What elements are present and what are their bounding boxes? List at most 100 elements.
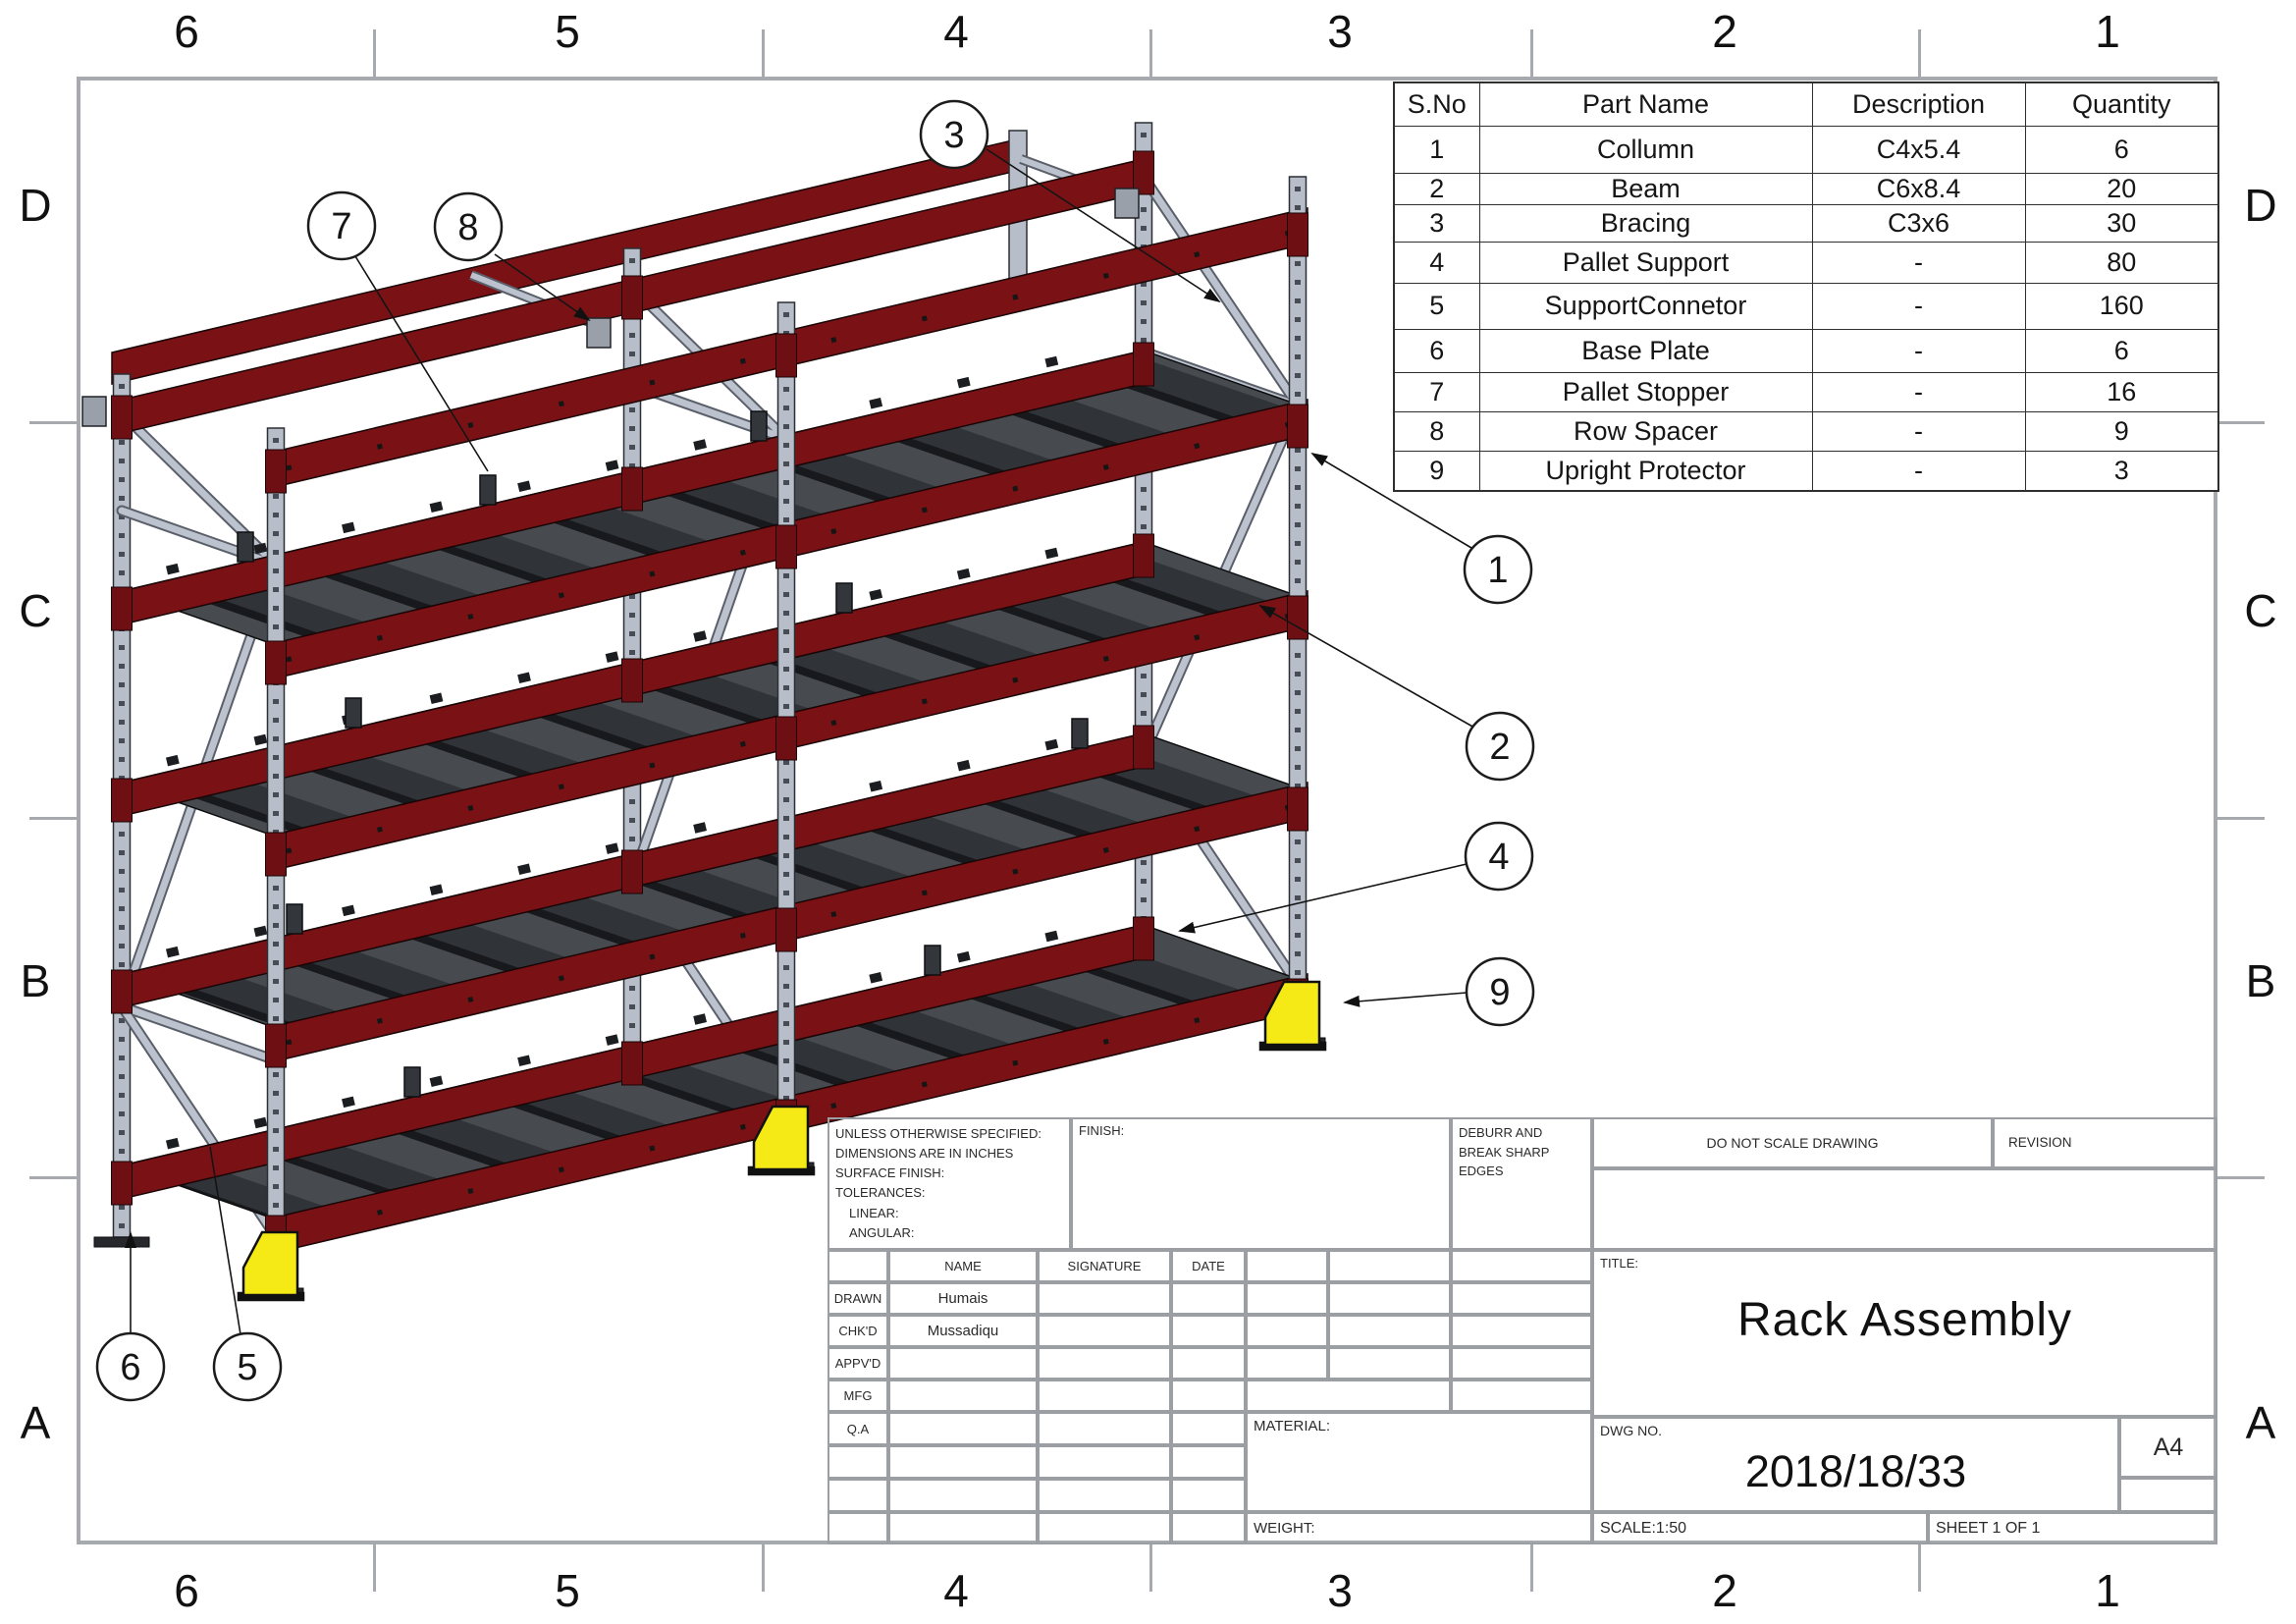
zone-tick (1530, 1544, 1533, 1592)
bom-cell: 3 (2024, 450, 2219, 492)
bom-cell: - (1811, 410, 2026, 452)
zone-col-label: 6 (174, 1565, 199, 1616)
sheet-text: SHEET 1 OF 1 (1936, 1520, 2041, 1537)
signature-header: SIGNATURE (1067, 1259, 1142, 1273)
bom-cell: C6x8.4 (1811, 172, 2026, 205)
note-line: UNLESS OTHERWISE SPECIFIED: (835, 1126, 1041, 1141)
zone-col-label: 2 (1712, 6, 1737, 57)
bom-cell: - (1811, 371, 2026, 412)
bom-cell: Pallet Support (1478, 241, 1813, 284)
tb-cell (828, 1445, 888, 1479)
zone-col-label: 5 (555, 1565, 580, 1616)
dwg-label: DWG NO. (1600, 1423, 1662, 1438)
balloon-8: 8 (433, 191, 504, 262)
titleblock-revision: REVISION (1993, 1117, 2217, 1168)
tb-cell (828, 1250, 888, 1282)
pallet-stoppers (237, 410, 1089, 1098)
tb-cell (1171, 1412, 1246, 1445)
zone-tick (1149, 29, 1152, 77)
bom-cell: - (1811, 282, 2026, 330)
svg-text:5: 5 (237, 1347, 257, 1388)
paper-size-text: A4 (2153, 1433, 2184, 1461)
mfg-label: MFG (843, 1388, 873, 1403)
tb-cell (1451, 1315, 1592, 1347)
tb-cell (1451, 1347, 1592, 1380)
bom-cell: C3x6 (1811, 203, 2026, 243)
note-line: DIMENSIONS ARE IN INCHES (835, 1146, 1014, 1162)
bom-cell: Collumn (1478, 125, 1813, 174)
zone-row-label: B (2245, 955, 2276, 1006)
chkd-name: Mussadiqu (927, 1323, 999, 1339)
bom-cell: 7 (1393, 371, 1480, 412)
bom-cell: Bracing (1478, 203, 1813, 243)
zone-tick (29, 1176, 77, 1179)
tb-cell (1328, 1250, 1451, 1282)
qa-label: Q.A (846, 1421, 870, 1436)
zone-row-label: C (2244, 585, 2277, 636)
weight-label: WEIGHT: (1254, 1520, 1315, 1537)
tb-cell (1171, 1347, 1246, 1380)
balloon-leaders (125, 148, 1475, 1335)
bom-cell: - (1811, 328, 2026, 373)
zone-tick (2217, 421, 2265, 424)
tb-cell (1451, 1250, 1592, 1282)
bom-cell: 8 (1393, 410, 1480, 452)
titleblock-scale: SCALE:1:50 (1592, 1512, 1928, 1544)
zone-row-label: D (2244, 180, 2277, 231)
tb-cell (1038, 1380, 1171, 1412)
tb-cell (1038, 1347, 1171, 1380)
titleblock-title-box: TITLE: Rack Assembly (1592, 1250, 2217, 1417)
svg-text:7: 7 (331, 206, 351, 247)
zone-col-label: 1 (2095, 1565, 2120, 1616)
tb-cell (1328, 1282, 1451, 1315)
balloon-5: 5 (212, 1331, 283, 1402)
upright-protectors (237, 980, 1327, 1302)
title-label: TITLE: (1600, 1256, 1639, 1271)
tb-cell (1246, 1282, 1328, 1315)
tb-cell (828, 1479, 888, 1512)
tb-cell (1171, 1315, 1246, 1347)
tb-cell (1246, 1347, 1328, 1380)
titleblock-do-not-scale: DO NOT SCALE DRAWING (1592, 1117, 1993, 1168)
tb-cell (1038, 1315, 1171, 1347)
balloon-7: 7 (306, 190, 377, 261)
balloon-1: 1 (1463, 534, 1533, 605)
bom-cell: 160 (2024, 282, 2219, 330)
bom-cell: 1 (1393, 125, 1480, 174)
bom-cell: 6 (1393, 328, 1480, 373)
titleblock-sheet: SHEET 1 OF 1 (1928, 1512, 2217, 1544)
titleblock-finish: FINISH: (1071, 1117, 1451, 1250)
svg-text:2: 2 (1489, 727, 1510, 768)
deburr-text: DEBURR AND BREAK SHARP EDGES (1459, 1125, 1550, 1178)
bom-cell: - (1811, 450, 2026, 492)
titleblock-empty-strip (1592, 1168, 2217, 1250)
bom-cell: 20 (2024, 172, 2219, 205)
tb-cell (888, 1347, 1038, 1380)
bom-cell: Pallet Stopper (1478, 371, 1813, 412)
titleblock-deburr: DEBURR AND BREAK SHARP EDGES (1451, 1117, 1592, 1250)
bom-header-qty: Quantity (2024, 81, 2219, 127)
tb-cell (1038, 1479, 1171, 1512)
bom-cell: C4x5.4 (1811, 125, 2026, 174)
bom-header-row: S.No Part Name Description Quantity (1393, 81, 2219, 127)
zone-row-label: D (19, 180, 52, 231)
bom-cell: SupportConnetor (1478, 282, 1813, 330)
balloon-2: 2 (1465, 711, 1535, 782)
do-not-scale-text: DO NOT SCALE DRAWING (1706, 1135, 1879, 1151)
tb-cell (1451, 1282, 1592, 1315)
name-header: NAME (944, 1259, 982, 1273)
drawn-label: DRAWN (833, 1291, 882, 1306)
tb-cell (888, 1412, 1038, 1445)
bom-cell: Base Plate (1478, 328, 1813, 373)
zone-col-label: 4 (943, 6, 969, 57)
bom-cell: Beam (1478, 172, 1813, 205)
titleblock-dwg-box: DWG NO. 2018/18/33 (1592, 1417, 2119, 1512)
material-label: MATERIAL: (1254, 1418, 1331, 1435)
tb-cell (1246, 1250, 1328, 1282)
